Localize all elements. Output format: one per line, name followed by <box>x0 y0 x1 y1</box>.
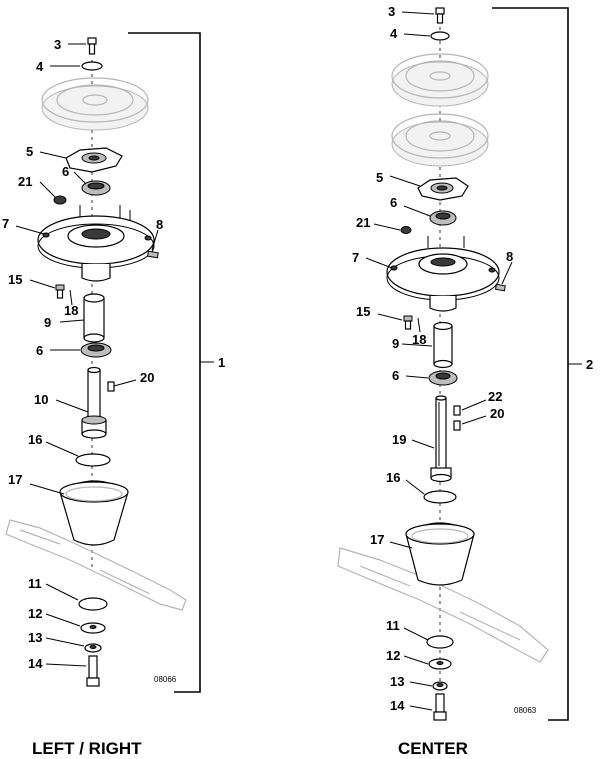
drawing-code-center: 08063 <box>514 706 537 715</box>
washer-4 <box>81 61 103 71</box>
bearing-6-top <box>81 180 111 196</box>
blade-cup-17 <box>59 480 129 546</box>
callout-12: 12 <box>28 606 42 621</box>
spindle-housing-7-center <box>386 236 500 312</box>
fitting-8-center <box>494 283 506 292</box>
pin-18 <box>69 289 73 306</box>
washer-12-center <box>428 658 452 670</box>
washer-13 <box>84 643 102 653</box>
bolt-14-center <box>433 693 447 721</box>
callout-17-center: 17 <box>370 532 384 547</box>
washer-12 <box>80 622 106 634</box>
callout-10: 10 <box>34 392 48 407</box>
bearing-6-bottom-center <box>428 370 458 386</box>
center-assembly: 3 4 5 6 21 7 8 15 18 9 6 22 20 19 16 17 … <box>337 4 593 758</box>
spindle-shaft-10 <box>81 366 107 439</box>
callout-4-center: 4 <box>390 26 398 41</box>
callout-11-center: 11 <box>386 618 400 633</box>
callout-5: 5 <box>26 144 33 159</box>
blade-cup-17-center <box>405 522 475 586</box>
washer-13-center <box>432 681 448 691</box>
spacer-9-center <box>433 321 453 369</box>
callout-16-center: 16 <box>386 470 400 485</box>
fitting-8 <box>146 250 159 259</box>
callout-22: 22 <box>488 389 502 404</box>
nut-21-center <box>400 226 412 234</box>
callout-4: 4 <box>36 59 44 74</box>
bearing-6-top-center <box>429 210 457 226</box>
key-22 <box>453 405 461 416</box>
callout-8-center: 8 <box>506 249 513 264</box>
callout-21-center: 21 <box>356 215 370 230</box>
callout-3: 3 <box>54 37 61 52</box>
callout-20-center: 20 <box>490 406 504 421</box>
callout-21: 21 <box>18 174 32 189</box>
caption-left-right: LEFT / RIGHT <box>32 739 142 758</box>
callout-6-top-center: 6 <box>390 195 397 210</box>
flange-5 <box>65 147 123 173</box>
spacer-9 <box>83 293 105 343</box>
callout-15: 15 <box>8 272 22 287</box>
callout-19: 19 <box>392 432 406 447</box>
washer-11 <box>78 597 108 611</box>
callout-13-center: 13 <box>390 674 404 689</box>
callout-12-center: 12 <box>386 648 400 663</box>
left-right-assembly: 3 4 5 21 6 7 8 15 18 9 6 20 10 16 17 11 … <box>2 32 225 758</box>
callout-18-center: 18 <box>412 332 426 347</box>
bolt-3 <box>87 37 97 55</box>
spindle-housing-7 <box>37 205 155 282</box>
bolt-14 <box>86 655 100 687</box>
pulley-ghost-upper <box>391 53 489 107</box>
callout-16: 16 <box>28 432 42 447</box>
washer-4-center <box>430 31 450 41</box>
bolt-3-center <box>435 7 445 24</box>
caption-center: CENTER <box>398 739 468 758</box>
callout-8: 8 <box>156 217 163 232</box>
screw-15 <box>55 284 65 299</box>
callout-3-center: 3 <box>388 4 395 19</box>
washer-16 <box>75 453 111 467</box>
nut-21 <box>53 195 67 205</box>
callout-13: 13 <box>28 630 42 645</box>
callout-6-top: 6 <box>62 164 69 179</box>
assembly-number-1: 1 <box>218 355 225 370</box>
pulley-ghost <box>41 77 149 131</box>
callout-17: 17 <box>8 472 22 487</box>
blade-ghost <box>5 519 187 611</box>
callout-18: 18 <box>64 303 78 318</box>
callout-11: 11 <box>28 576 42 591</box>
callout-5-center: 5 <box>376 170 383 185</box>
callout-14-center: 14 <box>390 698 405 713</box>
washer-16-center <box>423 490 457 504</box>
drawing-code-left: 08066 <box>154 675 177 684</box>
assembly-bracket-2 <box>492 7 569 721</box>
callout-7: 7 <box>2 216 9 231</box>
callout-6-bottom: 6 <box>36 343 43 358</box>
callout-15-center: 15 <box>356 304 370 319</box>
flange-5-center <box>417 177 469 201</box>
bearing-6-bottom <box>80 342 112 358</box>
callout-6-bottom-center: 6 <box>392 368 399 383</box>
assembly-number-2: 2 <box>586 357 593 372</box>
spindle-shaft-19 <box>430 395 452 483</box>
callout-9-center: 9 <box>392 336 399 351</box>
screw-15-center <box>403 315 413 330</box>
key-20 <box>107 381 115 392</box>
pin-18-center <box>417 317 421 333</box>
callout-7-center: 7 <box>352 250 359 265</box>
key-20-center <box>453 420 461 431</box>
callout-9: 9 <box>44 315 51 330</box>
washer-11-center <box>426 635 454 649</box>
callout-20: 20 <box>140 370 154 385</box>
callout-14: 14 <box>28 656 43 671</box>
pulley-ghost-lower <box>391 113 489 167</box>
